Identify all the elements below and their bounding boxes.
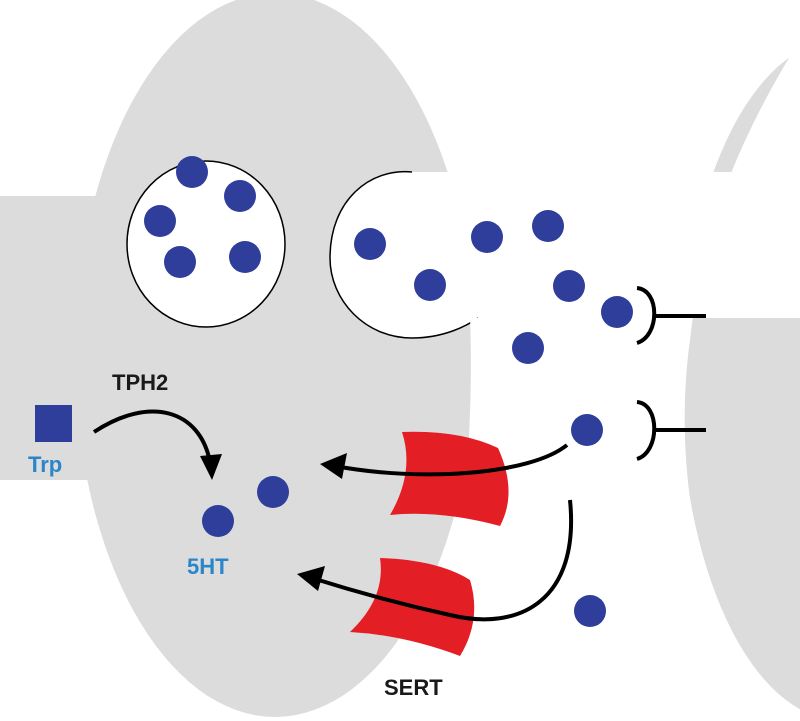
- receptor-cup: [636, 286, 657, 345]
- released-serotonin: [354, 210, 633, 627]
- reuptake-arrow: [297, 499, 574, 622]
- vesicle-serotonin-molecule: [229, 241, 261, 273]
- receptor: [636, 400, 706, 461]
- serotonin-molecule: [532, 210, 564, 242]
- synthesized-serotonin-molecule: [257, 476, 289, 508]
- serotonin-molecule: [571, 414, 603, 446]
- reuptake-arrow-line: [334, 443, 569, 477]
- trp-square-icon: [35, 405, 72, 442]
- vesicle-serotonin-molecule: [164, 246, 196, 278]
- sert-transporter: [390, 431, 509, 526]
- vesicle-serotonin-molecule: [176, 156, 208, 188]
- arrowhead-icon: [200, 454, 222, 480]
- synthesized-serotonin-molecule: [202, 505, 234, 537]
- synthesis-arrow-line: [92, 409, 212, 463]
- serotonin-molecule: [471, 221, 503, 253]
- serotonin-molecule: [553, 270, 585, 302]
- serotonin-molecule: [414, 269, 446, 301]
- fusing-vesicle: [329, 170, 800, 339]
- synthesis-arrow: [92, 409, 222, 480]
- vesicle-serotonin-molecule: [224, 180, 256, 212]
- reuptake-arrow-line: [311, 499, 574, 622]
- vesicle-serotonin-molecule: [144, 205, 176, 237]
- fused-vesicle-membrane: [329, 170, 479, 339]
- serotonin-molecule: [354, 228, 386, 260]
- trp-label: Trp: [28, 452, 62, 477]
- arrowhead-icon: [297, 566, 325, 591]
- serotonin-molecule: [512, 332, 544, 364]
- serotonin-molecule: [574, 595, 606, 627]
- vesicle-membrane: [126, 160, 286, 328]
- serotonin-label: 5HT: [187, 554, 229, 579]
- tph2-label: TPH2: [112, 370, 168, 395]
- serotonin-molecule: [601, 296, 633, 328]
- reuptake-arrow: [320, 443, 569, 479]
- arrowhead-icon: [320, 453, 347, 479]
- synaptic-cleft: [430, 40, 800, 721]
- receptor: [636, 286, 706, 345]
- sert-label: SERT: [384, 675, 443, 700]
- fused-vesicle-lumen: [330, 171, 800, 338]
- storage-vesicle: [126, 156, 286, 328]
